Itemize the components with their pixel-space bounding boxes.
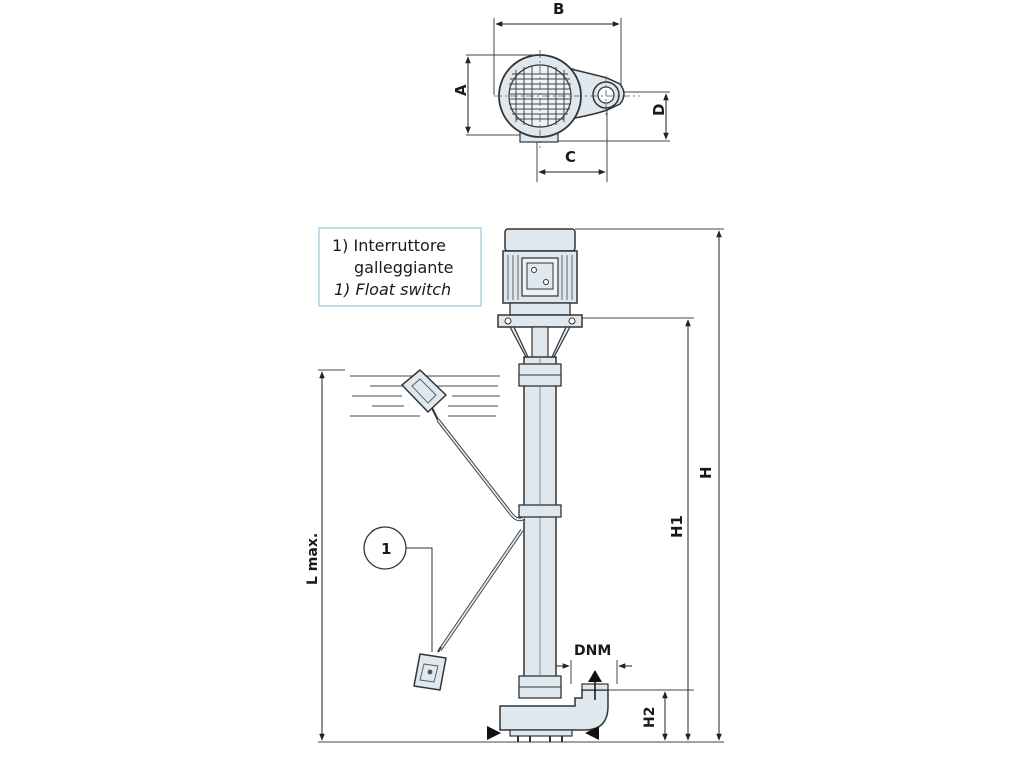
top-view <box>465 18 670 182</box>
float-switch-lower <box>413 646 447 691</box>
float-switch-legend: 1) Interruttore galleggiante 1) Float sw… <box>318 227 482 307</box>
dim-label-c: C <box>565 148 576 166</box>
dim-label-a: A <box>452 84 470 96</box>
dim-label-h: H <box>697 466 715 479</box>
legend-english: 1) Float switch <box>334 280 452 299</box>
dim-label-dnm: DNM <box>574 643 611 659</box>
callout-number: 1 <box>381 540 391 558</box>
dim-label-h1: H1 <box>668 515 686 538</box>
legend-italian-line2: galleggiante <box>354 258 454 277</box>
side-view <box>318 228 724 743</box>
dim-label-d: D <box>650 104 668 116</box>
dim-label-h2: H2 <box>642 707 658 728</box>
float-switch-upper <box>401 369 447 421</box>
dim-label-b: B <box>553 0 564 18</box>
dim-label-l-max: L max. <box>305 533 321 585</box>
legend-italian-line1: 1) Interruttore <box>332 236 446 255</box>
